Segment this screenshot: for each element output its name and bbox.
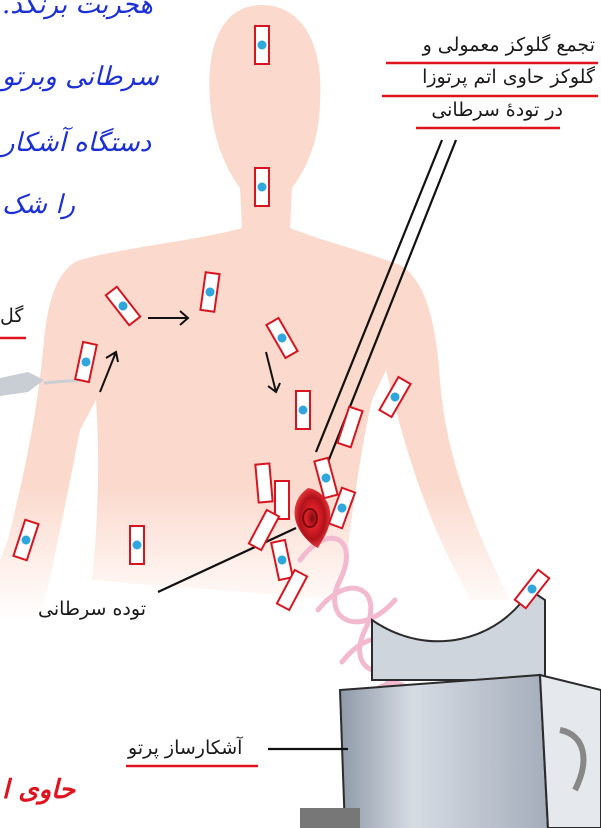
radiation-detector (300, 590, 601, 828)
label-accumulation-line3: در تودهٔ سرطانی (431, 99, 563, 121)
radioactive-atom-dot (258, 41, 267, 50)
label-accumulation-line2: گلوکز حاوی اتم پرتوزا (422, 66, 595, 88)
radioactive-atom-dot (133, 541, 142, 550)
handwriting-line2: سرطانی وبرتو (2, 62, 159, 92)
label-left-partial: گل (0, 305, 23, 327)
handwriting-line1: هجربت برنکد. (2, 0, 153, 20)
detector-face (340, 675, 548, 828)
radioactive-glucose-marker (296, 391, 310, 429)
handwriting-line5: حاوی ا (2, 775, 75, 805)
radioactive-atom-dot (299, 406, 308, 415)
radioactive-glucose-marker (130, 526, 144, 564)
label-tumor: توده سرطانی (38, 598, 146, 620)
label-detector: آشکارساز پرتو (128, 737, 242, 759)
label-accumulation-line1: تجمع گلوکز معمولی و (423, 34, 595, 56)
glucose-marker (255, 463, 272, 502)
handwriting-line3: دستگاه آشکار (2, 128, 151, 158)
glucose-marker (275, 481, 289, 519)
radioactive-glucose-marker (255, 26, 269, 64)
injection-probe (0, 372, 44, 396)
detector-base (300, 808, 360, 828)
handwriting-line4: را شک (2, 190, 75, 220)
radioactive-atom-dot (258, 183, 267, 192)
radioactive-glucose-marker (255, 168, 269, 206)
detector-right-panel (540, 675, 601, 828)
